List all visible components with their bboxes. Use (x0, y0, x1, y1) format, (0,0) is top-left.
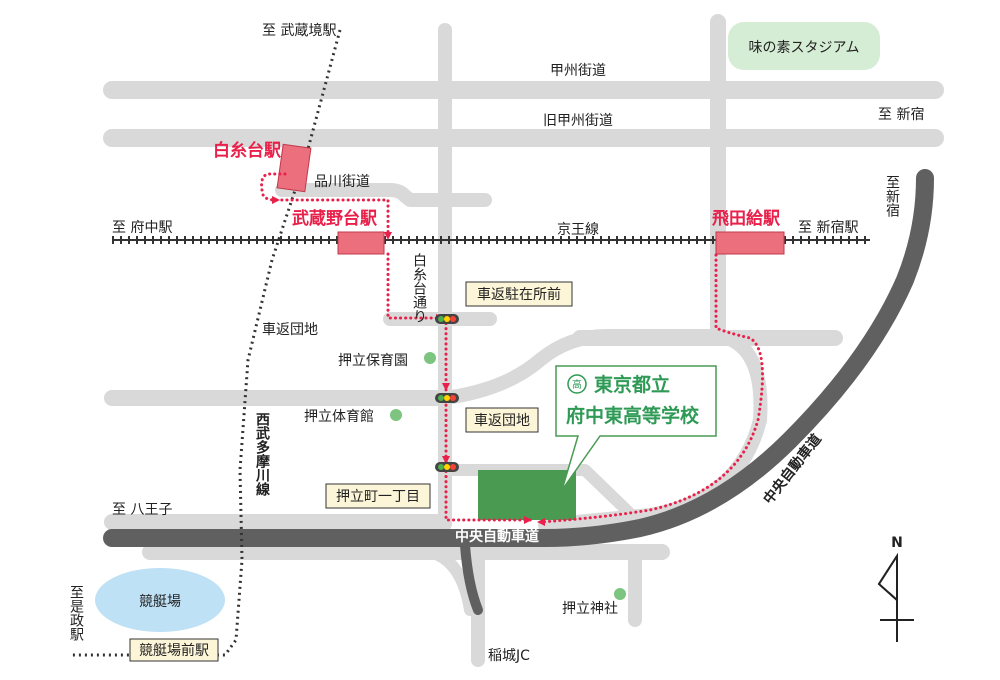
intersection-oshitatecho: 押立町一丁目 (336, 489, 420, 505)
school-site[interactable] (478, 470, 576, 520)
tobitakyu-station-block[interactable] (715, 231, 785, 255)
stadium-box (728, 22, 880, 70)
arrow-icon (442, 383, 450, 391)
inagi-jc-label: 稲城JC (488, 648, 530, 664)
station-musashinodai-label[interactable]: 武蔵野台駅 (292, 208, 378, 229)
school-name-line2: 府中東高等学校 (566, 404, 700, 427)
oshitate-jinja-label: 押立神社 (562, 601, 618, 617)
arrow-icon (537, 518, 545, 526)
school-emblem-icon (567, 374, 587, 394)
intersection-kurumagaeshi-chuzaisho: 車返駐在所前 (477, 286, 561, 303)
chuo-expressway (103, 169, 934, 547)
danchi-arc-road (438, 328, 768, 532)
shiraitodai-dori-label: 白糸台通り (411, 253, 427, 323)
kyu-koshu-kaido-label: 旧甲州街道 (543, 113, 613, 129)
intersection-box (465, 407, 539, 433)
seibu-tamagawa-line-label: 西武多摩川線 (254, 412, 271, 497)
park-dot-icon (424, 352, 436, 364)
station-kyoteijomae-label[interactable]: 競艇場前駅 (139, 642, 209, 659)
kurumagaeshi-danchi-label: 車返団地 (262, 321, 318, 338)
arrow-icon (384, 232, 392, 240)
compass-letter: N (891, 535, 903, 551)
direction-shinjuku-station: 至 新宿駅 (798, 219, 858, 236)
school-name-line1: 東京都立 (594, 373, 670, 396)
chuo-expressway-main-label: 中央自動車道 (455, 528, 539, 545)
shinagawa-kaido-road (275, 183, 492, 207)
direction-hachioji: 至 八王子 (112, 502, 172, 518)
arrow-icon (272, 196, 280, 204)
traffic-signal-icon (435, 314, 459, 324)
shiraitodai-station-block[interactable] (276, 143, 312, 193)
arrow-icon (442, 456, 450, 464)
direction-shinjuku: 至 新宿 (878, 106, 924, 123)
koshu-kaido-label: 甲州街道 (550, 63, 606, 79)
roads (103, 14, 944, 667)
musashinodai-station-block[interactable] (337, 231, 385, 255)
boat-race-pond (95, 568, 225, 632)
intersection-box (325, 483, 431, 509)
park-dot-icon (614, 588, 626, 600)
park-dot-icon (390, 409, 402, 421)
school-callout: 高 東京都立 府中東高等学校 (555, 365, 717, 491)
direction-fuchu-station: 至 府中駅 (112, 220, 172, 236)
expressway (103, 169, 934, 615)
intersection-box (465, 281, 573, 307)
route-tobitakyu (538, 253, 764, 524)
keio-line-label: 京王線 (557, 222, 599, 238)
station-box (129, 638, 219, 662)
shinagawa-kaido-label: 品川街道 (314, 174, 370, 190)
intersection-kurumagaeshi-danchi: 車返団地 (474, 412, 530, 429)
seibu-tamagawa-line-track (70, 29, 342, 657)
direction-koremasa-station: 至是政駅 (68, 585, 84, 641)
direction-musashisakai: 至 武蔵境駅 (262, 23, 336, 39)
school-emblem-char: 高 (572, 378, 582, 391)
inagi-ramp-road (424, 546, 476, 616)
traffic-signals (435, 314, 459, 472)
traffic-signal-icon (435, 393, 459, 403)
arrow-icon (524, 516, 532, 524)
oshitate-hoikuen-label: 押立保育園 (338, 353, 408, 369)
station-shiraitodai-label[interactable]: 白糸台駅 (213, 140, 282, 161)
oshitate-taiikukan-label: 押立体育館 (304, 408, 374, 425)
direction-shinjuku-vertical: 至新宿 (884, 175, 900, 217)
station-tobitakyu-label[interactable]: 飛田給駅 (711, 208, 781, 229)
traffic-signal-icon (435, 462, 459, 472)
school-callout-box (555, 365, 717, 491)
stadium-label: 味の素スタジアム (748, 40, 859, 56)
boat-race-label: 競艇場 (139, 594, 181, 610)
inagi-ramp-expressway (460, 540, 483, 615)
stations (276, 143, 785, 255)
north-arrow-icon: N (877, 535, 914, 642)
